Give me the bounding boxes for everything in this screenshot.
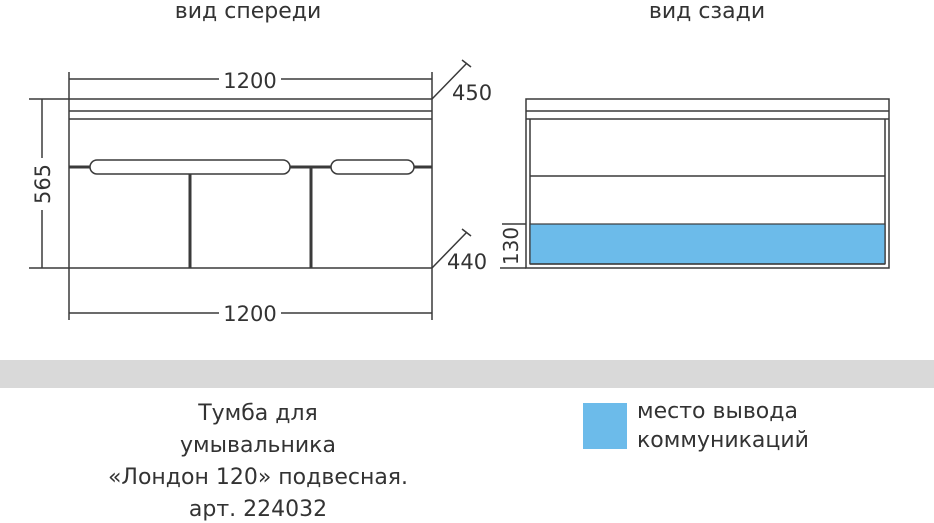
width-bottom-label: 1200 [223, 302, 276, 326]
front-view: 1200 1200 565 450 440 [29, 59, 492, 326]
legend-line-2: коммуникаций [637, 428, 809, 453]
product-description: Тумба для умывальника «Лондон 120» подве… [108, 401, 408, 522]
height-label: 565 [31, 164, 55, 204]
description-line-2: умывальника [180, 433, 336, 458]
front-view-title: вид спереди [175, 0, 322, 24]
legend-line-1: место вывода [637, 399, 798, 424]
rear-view-title: вид сзади [649, 0, 765, 24]
article-number: арт. 224032 [189, 497, 327, 522]
width-top-label: 1200 [223, 69, 276, 93]
depth-top-label: 450 [452, 81, 492, 105]
description-line-3: «Лондон 120» подвесная. [108, 465, 408, 490]
communications-area [529, 223, 886, 265]
divider-band [0, 360, 934, 388]
rear-view: 130 [499, 98, 890, 269]
drawer-handle-left [89, 159, 291, 175]
description-line-1: Тумба для [197, 401, 318, 426]
legend-swatch [583, 403, 627, 449]
comm-height-label: 130 [499, 227, 523, 265]
legend: место вывода коммуникаций [583, 399, 809, 453]
drawer-handle-right [330, 159, 415, 175]
depth-bottom-label: 440 [447, 250, 487, 274]
